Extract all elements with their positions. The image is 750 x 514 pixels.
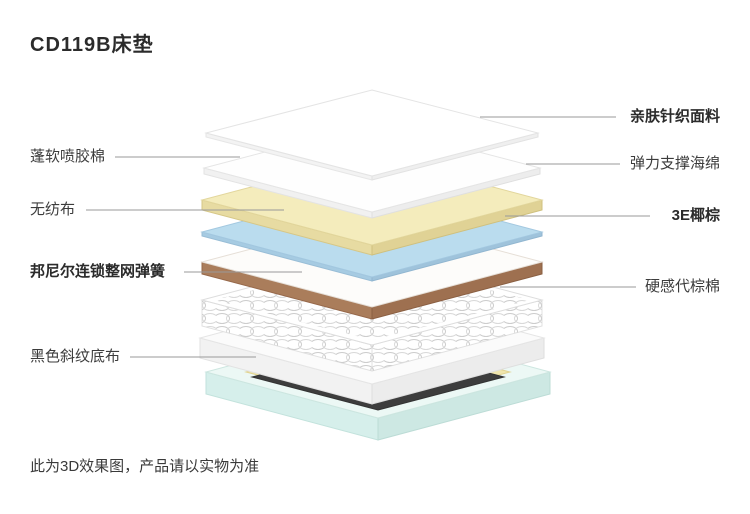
label-black-fabric: 黑色斜纹底布	[30, 348, 121, 365]
page-title: CD119B床垫	[30, 34, 154, 56]
layer-knitted-top-fabric	[204, 89, 540, 181]
leader-lines	[86, 116, 650, 358]
label-nonwoven: 无纺布	[30, 201, 76, 218]
disclaimer-text: 此为3D效果图，产品请以实物为准	[30, 458, 260, 475]
label-bonnell-springs: 邦尼尔连锁整网弹簧	[30, 263, 166, 280]
label-coir: 3E椰棕	[671, 207, 720, 224]
label-hard-cotton: 硬感代棕棉	[644, 278, 720, 295]
label-support-sponge: 弹力支撑海绵	[629, 155, 720, 172]
label-knitted-fabric: 亲肤针织面料	[629, 108, 720, 125]
label-spray-cotton: 蓬软喷胶棉	[30, 148, 106, 165]
